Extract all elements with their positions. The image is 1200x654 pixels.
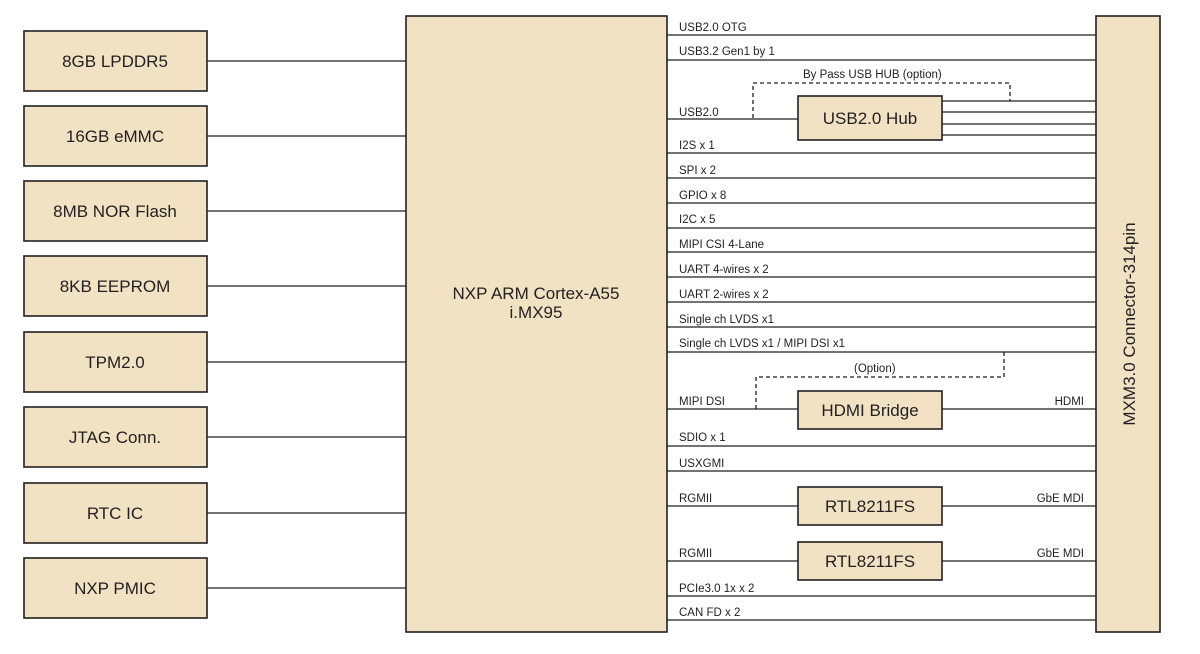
interface-label: RGMII: [679, 493, 712, 505]
soc-block: NXP ARM Cortex-A55 i.MX95: [405, 15, 668, 633]
interface-label: GbE MDI: [1037, 548, 1084, 560]
option-label: (Option): [854, 363, 896, 375]
hdmi-bridge-chip: HDMI Bridge: [821, 401, 918, 420]
left-block-tpm: TPM2.0: [23, 331, 406, 393]
interface-usb-otg: USB2.0 OTG: [667, 22, 1096, 36]
interface-label: SDIO x 1: [679, 432, 726, 444]
usb-hub-section: By Pass USB HUB (option) USB2.0 USB2.0 H…: [667, 69, 1096, 141]
interface-label: UART 4-wires x 2: [679, 264, 769, 276]
bypass-label: By Pass USB HUB (option): [803, 69, 942, 81]
interface-can: CAN FD x 2: [667, 607, 1096, 621]
interface-label: SPI x 2: [679, 165, 716, 177]
interface-lvds-dsi: Single ch LVDS x1 / MIPI DSI x1: [667, 338, 1096, 353]
interface-label: MIPI CSI 4-Lane: [679, 239, 764, 251]
interface-sdio: SDIO x 1: [667, 432, 1096, 447]
interface-label: HDMI: [1055, 396, 1084, 408]
left-block-rtc: RTC IC: [23, 482, 406, 544]
interface-label: GbE MDI: [1037, 493, 1084, 505]
left-block-label: NXP PMIC: [74, 579, 156, 598]
soc-name: NXP ARM Cortex-A55: [453, 284, 620, 303]
interface-label: I2C x 5: [679, 214, 715, 226]
phy2-chip: RTL8211FS: [825, 552, 915, 571]
interface-label: RGMII: [679, 548, 712, 560]
interface-usb3: USB3.2 Gen1 by 1: [667, 46, 1096, 61]
phy1-chip: RTL8211FS: [825, 497, 915, 516]
connector-label: MXM3.0 Connector-314pin: [1120, 222, 1139, 425]
interface-label: PCIe3.0 1x x 2: [679, 583, 754, 595]
phy1-section: RGMII RTL8211FS GbE MDI: [667, 486, 1096, 526]
soc-model: i.MX95: [510, 303, 563, 322]
usb-hub-chip: USB2.0 Hub: [823, 109, 918, 128]
interface-label: I2S x 1: [679, 140, 715, 152]
interface-uart4: UART 4-wires x 2: [667, 264, 1096, 278]
left-block-label: JTAG Conn.: [69, 428, 161, 447]
interface-i2c: I2C x 5: [667, 214, 1096, 229]
interface-csi: MIPI CSI 4-Lane: [667, 239, 1096, 253]
interface-spi: SPI x 2: [667, 165, 1096, 179]
left-block-emmc: 16GB eMMC: [23, 105, 406, 167]
left-block-lpddr5: 8GB LPDDR5: [23, 30, 406, 92]
left-block-label: 8MB NOR Flash: [53, 202, 177, 221]
interface-label: USB3.2 Gen1 by 1: [679, 46, 775, 58]
interface-i2s: I2S x 1: [667, 140, 1096, 154]
interface-label: Single ch LVDS x1: [679, 314, 774, 326]
interface-label: GPIO x 8: [679, 190, 726, 202]
interface-label: USXGMI: [679, 458, 724, 470]
interface-gpio: GPIO x 8: [667, 190, 1096, 204]
interface-lvds1: Single ch LVDS x1: [667, 314, 1096, 328]
left-block-label: TPM2.0: [85, 353, 145, 372]
interface-label: CAN FD x 2: [679, 607, 740, 619]
left-block-nor-flash: 8MB NOR Flash: [23, 180, 406, 242]
interface-label: MIPI DSI: [679, 396, 725, 408]
interface-label: UART 2-wires x 2: [679, 289, 769, 301]
left-block-eeprom: 8KB EEPROM: [23, 255, 406, 317]
left-block-label: 8KB EEPROM: [60, 277, 171, 296]
interface-usxgmi: USXGMI: [667, 458, 1096, 472]
left-block-label: 8GB LPDDR5: [62, 52, 168, 71]
hdmi-bridge-section: (Option) MIPI DSI HDMI Bridge HDMI: [667, 352, 1096, 430]
interface-label: USB2.0 OTG: [679, 22, 747, 34]
left-block-jtag: JTAG Conn.: [23, 406, 406, 468]
left-block-label: 16GB eMMC: [66, 127, 164, 146]
interface-label: USB2.0: [679, 107, 719, 119]
connector-block: MXM3.0 Connector-314pin: [1095, 15, 1161, 633]
left-block-label: RTC IC: [87, 504, 143, 523]
phy2-section: RGMII RTL8211FS GbE MDI: [667, 541, 1096, 581]
interface-label: Single ch LVDS x1 / MIPI DSI x1: [679, 338, 845, 350]
interface-uart2: UART 2-wires x 2: [667, 289, 1096, 303]
interface-pcie: PCIe3.0 1x x 2: [667, 583, 1096, 597]
left-block-pmic: NXP PMIC: [23, 557, 406, 619]
